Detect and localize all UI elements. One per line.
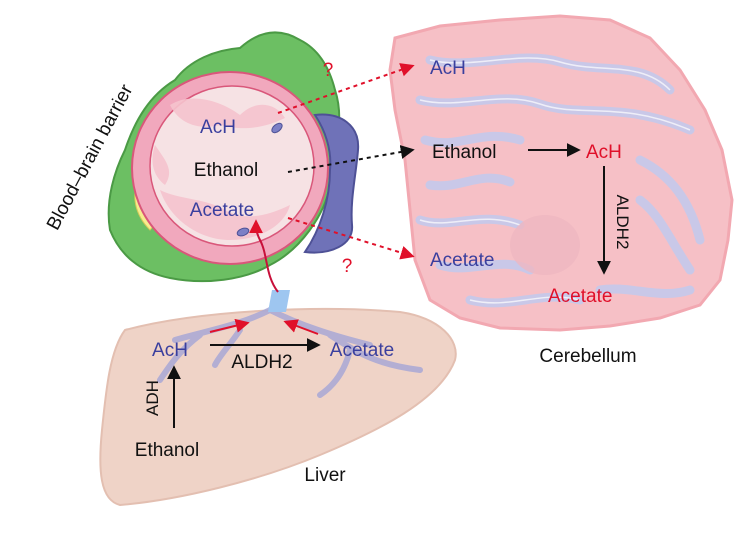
brain-acetate-product-label: Acetate [548,286,612,307]
brain-ach-label: AcH [586,142,622,163]
brain-ethanol-label: Ethanol [432,142,496,163]
vessel-ach-label: AcH [200,117,236,138]
liver-ethanol-label: Ethanol [135,440,199,461]
cerebellum-shape [388,14,734,332]
question-mark-top: ? [323,60,334,81]
cerebellum-label: Cerebellum [539,346,636,367]
liver-ach-label: AcH [152,340,188,361]
liver-acetate-label: Acetate [330,340,394,361]
brain-acetate-left-label: Acetate [430,250,494,271]
liver-ach-to-blood-arrow [209,318,250,333]
liver-to-lumen-arrow [248,219,279,293]
question-mark-bottom: ? [342,256,353,277]
liver-label: Liver [304,465,346,486]
brain-aldh2-label: ALDH2 [613,195,632,250]
ethanol-crossing-arrow [287,145,415,173]
vessel-acetate-label: Acetate [190,200,254,221]
liver-acetate-to-blood-arrow [283,319,319,335]
liver-shape [99,290,457,507]
liver-aldh2-label: ALDH2 [231,352,292,373]
acetate-crossing-arrow [287,217,415,260]
vessel-structure [107,31,360,283]
vessel-ethanol-label: Ethanol [194,160,258,181]
liver-adh-label: ADH [143,380,162,416]
brain-ach-top-label: AcH [430,58,466,79]
